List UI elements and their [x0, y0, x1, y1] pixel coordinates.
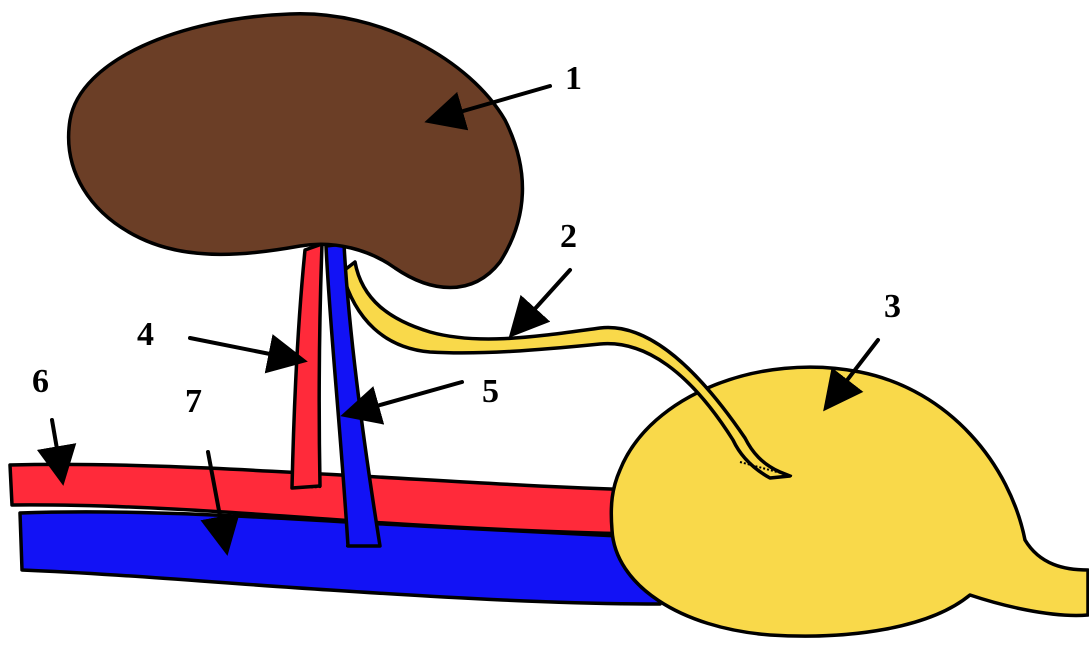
- label-2: 2: [560, 220, 577, 254]
- red-branch-vessel: [292, 244, 322, 488]
- label-3: 3: [884, 290, 901, 324]
- bladder: [611, 367, 1088, 636]
- label-4: 4: [137, 318, 154, 352]
- arrow-4: [190, 338, 300, 360]
- arrow-5: [348, 382, 462, 414]
- label-6: 6: [32, 365, 49, 399]
- label-7: 7: [185, 385, 202, 419]
- kidney: [69, 14, 523, 288]
- label-1: 1: [565, 62, 582, 96]
- label-5: 5: [482, 375, 499, 409]
- arrow-2: [514, 270, 570, 332]
